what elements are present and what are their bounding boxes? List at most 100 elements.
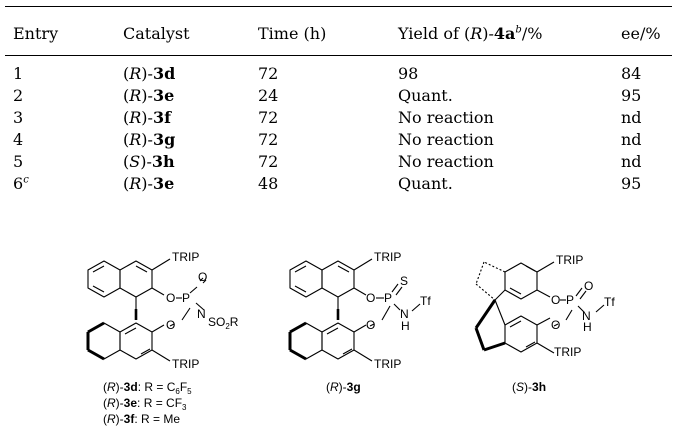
catalyst-cell: (R)-3e [123, 173, 175, 193]
time-cell: 48 [258, 173, 279, 193]
hydrogen-label-b: H [401, 319, 410, 333]
structure-binol-thiophosphoramide [288, 258, 421, 362]
oxygen-label-c3: O [551, 318, 560, 332]
entry-cell: 5 [13, 150, 123, 172]
entry-number: 5 [13, 151, 24, 171]
nitrogen-label-a: N [197, 307, 206, 321]
time-cell: 72 [258, 107, 279, 127]
oxygen-label-a1: O [166, 291, 175, 305]
triflyl-label-b: Tf [420, 294, 431, 308]
header-time: Time (h) [258, 24, 327, 43]
catalyst-config: R [129, 63, 142, 83]
yield-mid: )- [482, 24, 494, 43]
catalyst-config: R [129, 129, 142, 149]
trip-label-c-bottom: TRIP [554, 345, 581, 359]
ee-cell: 95 [621, 173, 642, 193]
table-row: 1 (R)-3d 72 98 84 [13, 48, 661, 84]
time-cell: 72 [258, 129, 279, 149]
structure-spiro-phosphoramide [474, 261, 605, 354]
structure-binol-phosphoramide [86, 258, 207, 362]
yield-cell: Quant. [398, 85, 453, 105]
time-cell: 72 [258, 63, 279, 83]
caption-3d: (R)-3d: R = C6F5 [103, 380, 192, 396]
nitrogen-label-c: N [582, 309, 591, 323]
trip-label-c-top: TRIP [556, 253, 583, 267]
phosphorus-label-a: P [182, 291, 190, 305]
catalyst-compound: 3h [151, 151, 175, 171]
caption-3h: (S)-3h [512, 380, 546, 394]
table-row: 2 (R)-3e 24 Quant. 95 [13, 84, 661, 106]
time-cell: 24 [258, 85, 279, 105]
trip-label-a-top: TRIP [172, 250, 199, 264]
ee-cell: 95 [621, 85, 642, 105]
table-row: 4 (R)-3g 72 No reaction nd [13, 128, 661, 150]
catalyst-compound: 3d [152, 63, 176, 83]
catalyst-cell: (R)-3d [123, 63, 176, 83]
oxygen-label-b1: O [366, 291, 375, 305]
catalyst-compound: 3e [152, 85, 175, 105]
nitrogen-label-b: N [400, 307, 409, 321]
caption-3f: (R)-3f: R = Me [103, 412, 180, 426]
ee-cell: nd [621, 107, 642, 127]
entry-number: 1 [13, 63, 24, 83]
phosphorus-label-c: P [566, 293, 574, 307]
caption-3g: (R)-3g [326, 380, 361, 394]
trip-label-a-bottom: TRIP [172, 357, 199, 371]
header-rule [5, 55, 672, 56]
entry-cell: 4 [13, 128, 123, 150]
catalyst-config: R [129, 173, 142, 193]
caption-3e: (R)-3e: R = CF3 [103, 396, 187, 412]
hydrogen-label-c: H [583, 320, 592, 334]
yield-footnote: b [515, 24, 522, 36]
entry-number: 4 [13, 129, 24, 149]
catalyst-config: R [129, 107, 142, 127]
entry-number: 2 [13, 85, 24, 105]
entry-number: 6 [13, 173, 24, 193]
oxygen-label-a2: O [198, 270, 207, 284]
catalyst-cell: (R)-3g [123, 129, 176, 149]
yield-suffix: /% [521, 24, 543, 43]
yield-cell: No reaction [398, 151, 494, 171]
trip-label-b-top: TRIP [374, 250, 401, 264]
catalyst-compound: 3g [152, 129, 176, 149]
header-ee: ee/% [621, 24, 661, 43]
catalyst-cell: (R)-3e [123, 85, 175, 105]
ee-cell: nd [621, 129, 642, 149]
yield-compound: 4a [493, 24, 516, 43]
oxygen-label-c2: O [584, 279, 593, 293]
yield-prefix: Yield of ( [398, 24, 471, 43]
ee-cell: 84 [621, 63, 642, 83]
sulfonyl-label-a: SO2R [208, 315, 239, 331]
entry-cell: 3 [13, 106, 123, 128]
catalyst-config: R [129, 85, 142, 105]
entry-cell: 1 [13, 48, 123, 84]
time-cell: 72 [258, 151, 279, 171]
yield-cell: Quant. [398, 173, 453, 193]
phosphorus-label-b: P [384, 291, 392, 305]
triflyl-label-c: Tf [604, 295, 615, 309]
yield-cell: No reaction [398, 107, 494, 127]
ee-cell: nd [621, 151, 642, 171]
yield-cell: No reaction [398, 129, 494, 149]
catalyst-compound: 3f [152, 107, 171, 127]
yield-config: R [470, 24, 483, 43]
catalyst-compound: 3e [152, 173, 175, 193]
trip-label-b-bottom: TRIP [374, 357, 401, 371]
oxygen-label-c1: O [551, 293, 560, 307]
entry-footnote: c [23, 174, 29, 186]
header-catalyst: Catalyst [123, 24, 190, 43]
header-entry: Entry [13, 24, 59, 43]
entry-cell: 2 [13, 84, 123, 106]
entry-cell: 6c [13, 172, 123, 194]
entry-number: 3 [13, 107, 24, 127]
oxygen-label-b2: O [366, 318, 375, 332]
sulfur-label-b: S [400, 274, 408, 288]
catalyst-config: S [129, 151, 141, 171]
yield-cell: 98 [398, 63, 419, 83]
results-table: Entry Catalyst Time (h) Yield of (R)-4ab… [13, 24, 661, 194]
